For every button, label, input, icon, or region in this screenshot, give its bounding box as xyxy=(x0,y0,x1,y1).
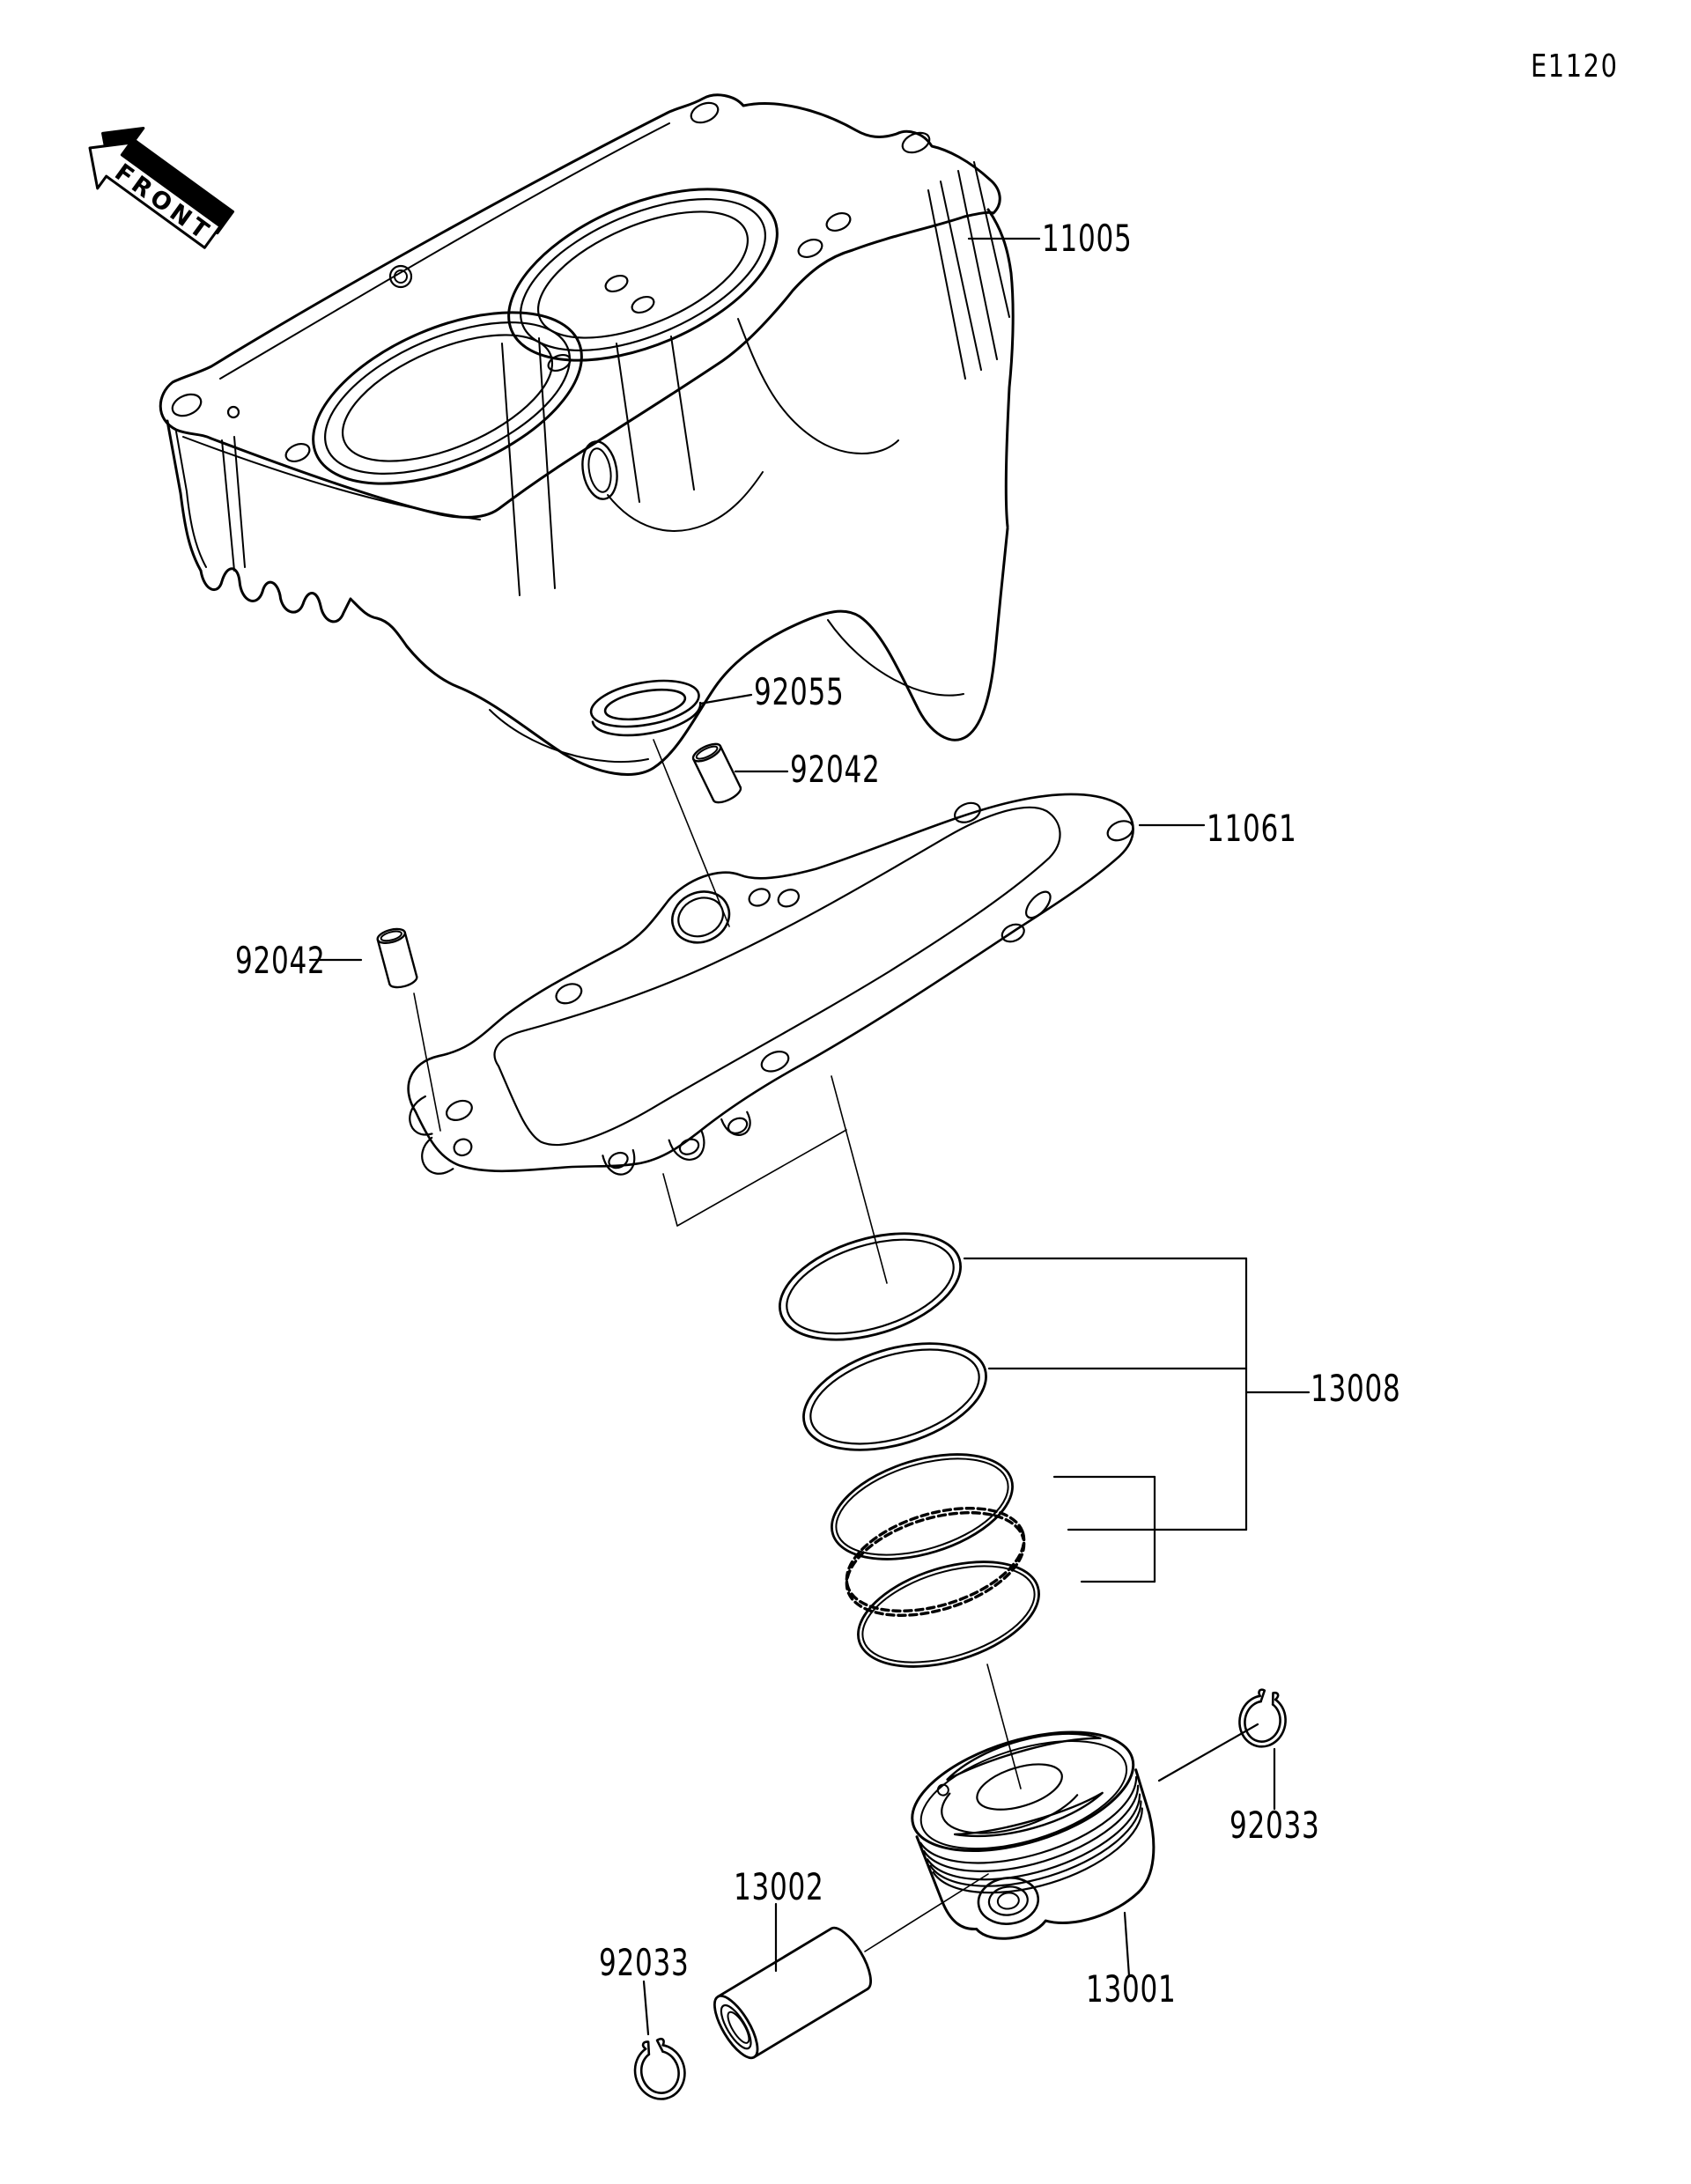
piston-ring-set-drawing xyxy=(779,1232,1040,1668)
front-arrow-face xyxy=(88,141,222,249)
gasket-bolt-holes xyxy=(446,801,1134,1169)
circlip-right-drawing xyxy=(1238,1688,1287,1748)
dowel-pin-left-drawing xyxy=(376,927,418,989)
o-ring-drawing xyxy=(589,679,702,737)
callout-92055: 92055 xyxy=(754,670,845,713)
leader-13001 xyxy=(1123,1911,1131,1978)
callout-92042-left: 92042 xyxy=(235,939,326,982)
callout-92033-right: 92033 xyxy=(1229,1804,1320,1847)
leader-92033-right-a xyxy=(1157,1723,1259,1782)
callout-11005: 11005 xyxy=(1042,217,1133,260)
dowel-pin-right-drawing xyxy=(691,742,742,804)
leader-92033-left xyxy=(642,1980,650,2036)
callout-11061: 11061 xyxy=(1207,807,1297,850)
cylinder-stud-holes xyxy=(171,101,931,463)
callout-leader-lines xyxy=(308,237,1311,2036)
leader-92055 xyxy=(698,693,753,705)
callout-92033-left: 92033 xyxy=(599,1941,690,1984)
circlip-left-drawing xyxy=(633,2038,686,2100)
piston-drawing xyxy=(911,1730,1156,1940)
callout-13001: 13001 xyxy=(1086,1967,1177,2011)
diagram-code: E1120 xyxy=(1531,48,1619,85)
assembly-center-lines xyxy=(413,739,1022,1952)
cylinder-block-drawing xyxy=(159,93,1015,776)
front-direction-arrow: FRONT xyxy=(88,126,235,249)
piston-pin-drawing xyxy=(713,1926,872,2060)
callout-13008: 13008 xyxy=(1311,1367,1401,1410)
base-gasket-drawing xyxy=(407,793,1134,1176)
callout-92042-right: 92042 xyxy=(790,748,881,791)
leader-13008-bracket xyxy=(963,1257,1311,1583)
callout-13002: 13002 xyxy=(734,1865,824,1908)
